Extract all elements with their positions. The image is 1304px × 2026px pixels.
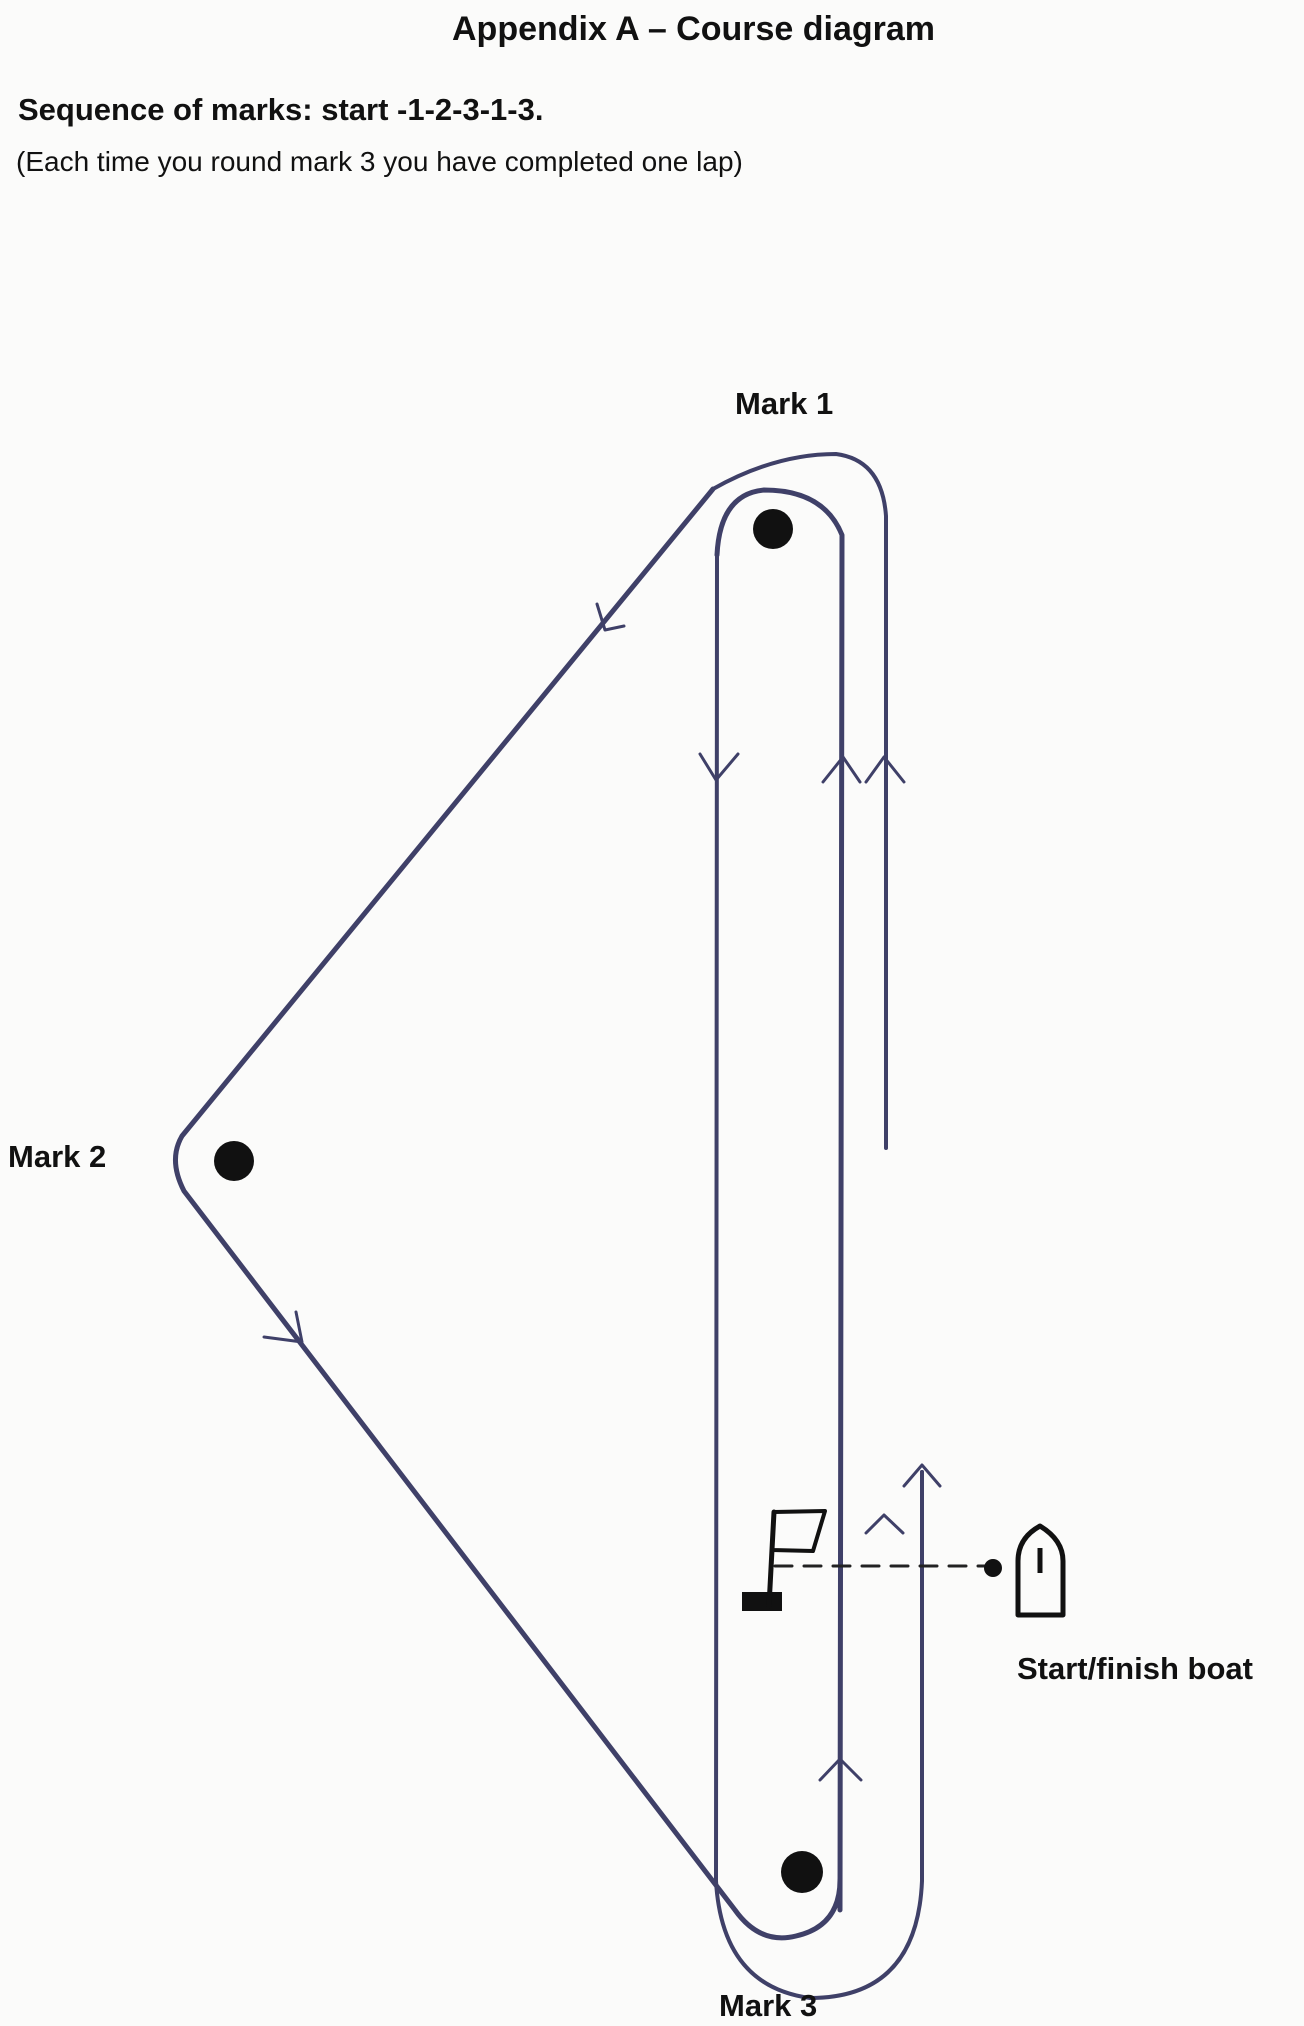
arrow-up-1 [821,755,862,784]
mark-3-label: Mark 3 [719,1988,817,2023]
mark-1-label: Mark 1 [735,386,833,421]
arrow-finish [864,1513,905,1535]
arrow-up-2 [864,755,906,784]
mark-2-label: Mark 2 [8,1139,106,1174]
start-finish-boat-label: Start/finish boat [1017,1651,1253,1686]
mark-1-buoy [753,509,793,549]
arrow-leg-1 [595,602,626,632]
arrow-left-down [698,752,740,782]
course-triangle-left [173,486,843,1941]
arrow-lower [818,1757,863,1782]
course-leg-1-to-2 [711,452,888,1150]
mark-2-buoy [214,1141,254,1181]
page-title: Appendix A – Course diagram [452,10,936,48]
mark-3-buoy [781,1851,823,1893]
arrow-leg-2 [262,1310,304,1344]
lap-note: (Each time you round mark 3 you have com… [16,146,743,177]
start-finish-boat-icon [984,1523,1066,1618]
start-flag-icon [742,1509,827,1611]
arrow-start [902,1463,942,1488]
course-inner-loop [714,487,845,1913]
course-left-vertical [714,553,924,2000]
sequence-heading: Sequence of marks: start -1-2-3-1-3. [18,92,544,127]
